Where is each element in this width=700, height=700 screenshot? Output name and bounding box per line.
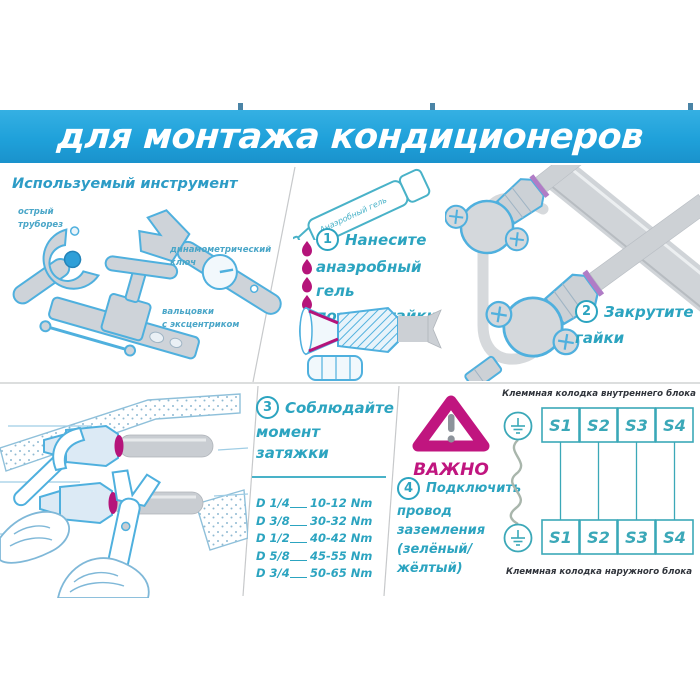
terminal-wires [559,442,676,520]
indoor-terminal-label: Клеммная колодка внутреннего блока [502,388,696,399]
terminal-cell-text: S1 [549,528,572,547]
pipes-illustration [445,165,700,381]
leader-line [290,534,307,544]
indoor-terminal-block: S1 S2 S3 S4 [503,407,694,443]
terminal-cell-text: S4 [663,528,686,547]
terminal-cell-text: S4 [663,416,686,435]
gel-drops-icon [302,241,312,311]
torque-value: 40-42 Nm [310,531,373,546]
leader-line [290,552,307,561]
wall-insulation [195,489,248,551]
torque-value: 10-12 Nm [310,496,373,511]
crop-mark [688,103,693,111]
tools-illustration [12,209,282,360]
crop-mark [430,103,435,111]
torque-size: D 1/2 [256,531,290,546]
step2-text: 2 Закрутите гайки [575,300,695,350]
outdoor-terminal-label: Клеммная колодка наружного блока [506,566,692,577]
hand-icon [0,511,70,564]
torque-value: 30-32 Nm [310,513,373,528]
step2-number-badge: 2 [575,300,598,323]
wall-insulation [0,393,241,472]
flaring-tool-label: вальцовки с эксцентриком [162,307,240,330]
torque-row: D 3/8 30-32 Nm [256,510,388,528]
pipe-stub [464,355,503,381]
outdoor-terminal-block: S1 S2 S3 S4 [503,519,694,555]
step3-text: 3 Соблюдайте [256,396,394,419]
ground-wire [509,439,523,526]
torque-wrench-label: динамометрический ключ [170,245,272,268]
step3-number-badge: 3 [256,396,279,419]
terminal-cell-text: S1 [549,416,572,435]
tools-title: Используемый инструмент [12,176,238,192]
hand-icon [57,557,150,598]
torque-row: D 5/8 45-55 Nm [256,545,388,563]
terminal-diagram: Клеммная колодка внутреннего блока [502,388,696,577]
warning-label: ВАЖНО [413,460,489,480]
terminal-cell-text: S3 [625,416,648,435]
torque-row: D 3/4 50-65 Nm [256,563,388,580]
terminal-cell-text: S2 [587,528,610,547]
torque-value: 45-55 Nm [310,548,373,563]
wrench-icon [13,426,86,507]
title-banner: для монтажа кондиционеров [0,110,700,163]
pipe-cutter-icon [12,226,101,305]
step4-text: 4 Подключить провод заземления (зелёный/… [397,477,532,578]
torque-divider [252,476,386,478]
step4-number-badge: 4 [397,477,420,500]
torque-row: D 1/2 40-42 Nm [256,528,388,545]
flare-nut-piece [307,355,363,381]
flaring-tool-icon [39,255,200,360]
torque-row: D 1/4 10-12 Nm [256,493,388,510]
wrench-work-illustration [0,393,248,598]
leader-line [290,499,307,509]
torque-wrench-icon [138,209,282,315]
leader-line [290,517,307,526]
warning-triangle-icon [412,395,490,452]
step3-panel: 3 Соблюдайте момент затяжки D 1/4 10-12 … [252,396,394,580]
leader-line [290,569,307,578]
flare-fitting-illustration [299,306,442,381]
torque-size: D 3/4 [256,565,290,580]
torque-size: D 5/8 [256,548,290,563]
step1-number-badge: 1 [316,228,339,251]
torque-size: D 1/4 [256,496,290,511]
terminal-cell-text: S3 [625,528,648,547]
torque-table: D 1/4 10-12 Nm D 3/8 30-32 Nm D 1/2 40-4… [256,493,388,580]
pipe-cutter-label: острый труборез [18,207,64,230]
torque-size: D 3/8 [256,513,290,528]
warning-block: ВАЖНО [408,392,494,480]
terminal-cell-text: S2 [587,416,610,435]
torque-value: 50-65 Nm [310,565,373,580]
crop-mark [238,103,243,111]
